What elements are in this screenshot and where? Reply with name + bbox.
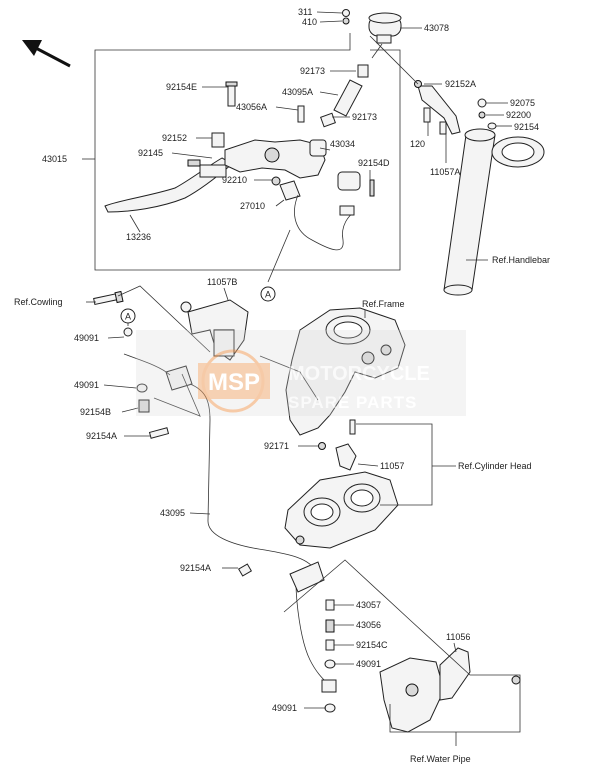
frame-and-cylinder-head [285, 307, 406, 436]
label-11057b: 11057B [207, 277, 237, 287]
master-cylinder-body [211, 81, 375, 201]
front-direction-arrow-icon [22, 40, 71, 68]
callout-a-lower: A [120, 308, 136, 324]
label-92154b: 92154B [80, 407, 111, 417]
label-120: 120 [410, 139, 425, 149]
label-92154c: 92154C [356, 640, 388, 650]
leader-lines [82, 11, 521, 746]
label-92200: 92200 [506, 110, 531, 120]
callout-a-upper: A [260, 286, 276, 302]
clutch-lever [104, 157, 233, 213]
label-ref-water-pipe: Ref.Water Pipe [410, 754, 471, 764]
label-92171: 92171 [264, 441, 289, 451]
label-92173-lower: 92173 [352, 112, 377, 122]
label-11056: 11056 [446, 632, 470, 642]
label-43056a: 43056A [236, 102, 267, 112]
watermark: MSP MOTORCYCLE SPARE PARTS [136, 330, 466, 416]
bracket-11057 [318, 419, 357, 471]
label-43095a: 43095A [282, 87, 313, 97]
bolt-cowling [93, 290, 124, 306]
label-43095: 43095 [160, 508, 185, 518]
label-49091-d: 49091 [272, 703, 297, 713]
label-92173-upper: 92173 [300, 66, 325, 76]
label-43015: 43015 [42, 154, 67, 164]
label-92145: 92145 [138, 148, 163, 158]
label-ref-handlebar: Ref.Handlebar [492, 255, 550, 265]
label-ref-frame: Ref.Frame [362, 299, 405, 309]
label-49091-c: 49091 [356, 659, 381, 669]
label-92210: 92210 [222, 175, 247, 185]
label-92154: 92154 [514, 122, 539, 132]
label-11057: 11057 [380, 461, 404, 471]
label-92154d: 92154D [358, 158, 390, 168]
label-43034: 43034 [330, 139, 355, 149]
slave-cylinder-11056 [379, 647, 521, 733]
label-92075: 92075 [510, 98, 535, 108]
label-49091-b: 49091 [74, 380, 99, 390]
label-92152a: 92152A [445, 79, 476, 89]
label-11057a: 11057A [430, 167, 460, 177]
label-410: 410 [302, 17, 317, 27]
label-92154e: 92154E [166, 82, 197, 92]
watermark-line1: MOTORCYCLE [288, 363, 430, 385]
watermark-logo: MSP [208, 369, 260, 396]
label-311: 311 [298, 7, 312, 17]
handlebar [443, 128, 545, 296]
label-43078: 43078 [424, 23, 449, 33]
part-labels: 311 410 43078 92173 92152A 92154E 43095A… [14, 7, 550, 764]
svg-text:A: A [125, 312, 131, 322]
label-49091-a: 49091 [74, 333, 99, 343]
label-92154a-lower: 92154A [180, 563, 211, 573]
reservoir-hose [320, 64, 369, 128]
label-27010: 27010 [240, 201, 265, 211]
svg-text:A: A [265, 290, 271, 300]
bracket-11057a [417, 85, 461, 135]
clutch-switch-cable [294, 194, 355, 251]
label-92152: 92152 [162, 133, 187, 143]
cylinder-head [284, 471, 399, 549]
label-ref-cowling: Ref.Cowling [14, 297, 63, 307]
hose-fittings [123, 327, 337, 713]
bracket-11057b [180, 299, 249, 361]
label-43057: 43057 [356, 600, 381, 610]
watermark-line2: SPARE PARTS [288, 393, 417, 412]
label-13236: 13236 [126, 232, 151, 242]
label-43056: 43056 [356, 620, 381, 630]
msp-logo-icon: MSP [198, 349, 270, 413]
label-92154a: 92154A [86, 431, 117, 441]
clutch-hose [123, 353, 329, 685]
reservoir-cap [342, 9, 402, 44]
label-ref-cylinder-head: Ref.Cylinder Head [458, 461, 532, 471]
assembly-box-43015 [94, 33, 401, 271]
